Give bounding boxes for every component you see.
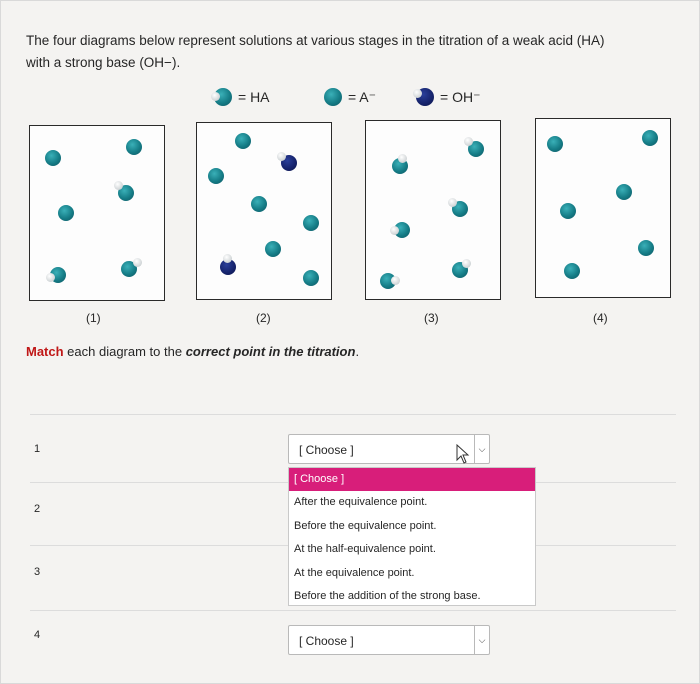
oh-minus-ion xyxy=(277,152,297,171)
a-minus-ion xyxy=(616,184,632,200)
row-4-select-value: [ Choose ] xyxy=(299,634,354,648)
match-emphasis: correct point in the titration xyxy=(185,344,356,359)
ha-molecule xyxy=(452,259,471,278)
row-divider xyxy=(30,414,676,415)
legend-a-minus: = A⁻ xyxy=(324,88,376,106)
row-1-number: 1 xyxy=(34,443,41,455)
a-minus-ion-icon xyxy=(324,88,342,106)
legend-oh-minus-label: = OH⁻ xyxy=(440,88,481,105)
diagram-3 xyxy=(365,120,501,300)
question-text: The four diagrams below represent soluti… xyxy=(26,30,676,74)
a-minus-ion xyxy=(45,150,61,166)
a-minus-ion xyxy=(547,136,563,152)
match-end: . xyxy=(355,344,360,359)
question-line-2: with a strong base (OH−). xyxy=(26,55,181,70)
row-2-number: 2 xyxy=(34,503,41,515)
oh-minus-ion xyxy=(220,254,236,275)
legend-ha-label: = HA xyxy=(238,89,270,105)
ha-molecule xyxy=(380,273,400,289)
diagram-4-label: (4) xyxy=(593,311,608,325)
chevron-down-icon[interactable]: ⌵ xyxy=(474,435,489,463)
diagram-1-label: (1) xyxy=(86,311,101,325)
a-minus-ion xyxy=(208,168,224,184)
dropdown-option-half-equivalence[interactable]: At the half-equivalence point. xyxy=(294,543,436,556)
ha-molecule-icon xyxy=(211,88,232,106)
chevron-down-icon[interactable]: ⌵ xyxy=(474,626,489,654)
dropdown-menu[interactable]: [ Choose ] After the equivalence point. … xyxy=(288,467,536,606)
ha-molecule xyxy=(464,137,484,157)
row-3-number: 3 xyxy=(34,566,41,578)
match-keyword: Match xyxy=(26,344,64,359)
ha-molecule xyxy=(46,267,66,283)
diagram-4 xyxy=(535,118,671,298)
diagram-1 xyxy=(29,125,165,301)
legend-oh-minus: = OH⁻ xyxy=(413,88,481,106)
dropdown-option-choose[interactable]: [ Choose ] xyxy=(289,468,535,492)
ha-molecule xyxy=(448,198,468,217)
a-minus-ion xyxy=(638,240,654,256)
ha-molecule xyxy=(392,154,408,174)
a-minus-ion xyxy=(126,139,142,155)
ha-molecule xyxy=(121,258,142,277)
mouse-pointer-icon xyxy=(456,444,470,464)
dropdown-option-before-base[interactable]: Before the addition of the strong base. xyxy=(294,589,481,602)
a-minus-ion xyxy=(235,133,251,149)
question-line-1: The four diagrams below represent soluti… xyxy=(26,33,605,48)
a-minus-ion xyxy=(303,270,319,286)
a-minus-ion xyxy=(58,205,74,221)
match-instruction: Match each diagram to the correct point … xyxy=(26,344,359,359)
ha-molecule xyxy=(390,222,410,238)
legend-a-minus-label: = A⁻ xyxy=(348,88,377,105)
oh-minus-ion-icon xyxy=(413,88,434,106)
row-divider xyxy=(30,610,676,611)
diagram-2 xyxy=(196,122,332,300)
dropdown-option-before-equivalence[interactable]: Before the equivalence point. xyxy=(294,519,437,532)
dropdown-option-after-equivalence[interactable]: After the equivalence point. xyxy=(294,496,428,509)
row-4-number: 4 xyxy=(34,629,41,641)
a-minus-ion xyxy=(303,215,319,231)
match-mid-text: each diagram to the xyxy=(63,344,186,359)
row-1-select[interactable]: [ Choose ] ⌵ xyxy=(288,434,490,464)
row-1-select-value: [ Choose ] xyxy=(299,443,354,457)
ha-molecule xyxy=(114,181,134,201)
diagram-3-label: (3) xyxy=(424,311,439,325)
dropdown-option-at-equivalence[interactable]: At the equivalence point. xyxy=(294,566,415,579)
a-minus-ion xyxy=(265,241,281,257)
a-minus-ion xyxy=(642,130,658,146)
legend-ha: = HA xyxy=(211,88,270,106)
a-minus-ion xyxy=(564,263,580,279)
diagram-2-label: (2) xyxy=(256,311,271,325)
a-minus-ion xyxy=(560,203,576,219)
a-minus-ion xyxy=(251,196,267,212)
row-4-select[interactable]: [ Choose ] ⌵ xyxy=(288,625,490,655)
